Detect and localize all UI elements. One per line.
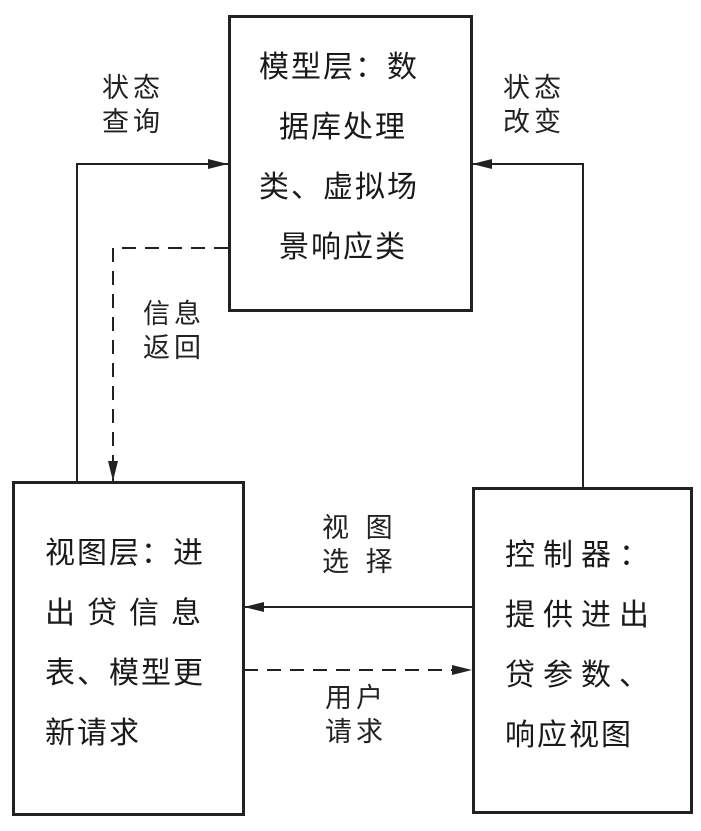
view-text-line: 表、模型更 <box>45 656 205 691</box>
label-line: 状态 <box>503 73 565 104</box>
label-line: 信息 <box>143 299 205 330</box>
controller-text-line: 响应视图 <box>505 718 633 753</box>
label-view-select: 视 图 选 择 <box>322 512 397 580</box>
model-text-line: 模型层：数 <box>259 50 419 85</box>
view-text-line: 视图层：进 <box>45 536 205 571</box>
view-layer-box: 视图层：进 出贷信息 表、模型更 新请求 <box>12 481 245 816</box>
label-info-return: 信息 返回 <box>143 298 205 366</box>
model-text-line: 景响应类 <box>279 230 407 265</box>
label-state-query: 状态 查询 <box>102 72 164 140</box>
label-line: 用户 <box>325 683 387 714</box>
model-text-line: 类、虚拟场 <box>259 170 419 205</box>
label-line: 查询 <box>102 107 164 138</box>
controller-text-line: 提供进出 <box>505 598 657 633</box>
label-line: 状态 <box>102 73 164 104</box>
edge-state-change <box>472 159 584 487</box>
model-text-line: 据库处理 <box>279 110 407 145</box>
edge-info-return <box>108 247 228 481</box>
label-line: 选 择 <box>322 547 397 578</box>
controller-text-line: 控制器： <box>505 538 657 573</box>
label-user-request: 用户 请求 <box>325 682 387 750</box>
view-text-line: 出贷信息 <box>45 596 213 631</box>
view-text-line: 新请求 <box>45 716 141 751</box>
controller-box: 控制器： 提供进出 贷参数、 响应视图 <box>472 487 693 814</box>
controller-text-line: 贷参数、 <box>505 658 657 693</box>
label-line: 改变 <box>503 107 565 138</box>
model-layer-box: 模型层：数 据库处理 类、虚拟场 景响应类 <box>228 15 473 312</box>
label-line: 视 图 <box>322 513 397 544</box>
edge-state-query <box>76 159 228 481</box>
label-line: 请求 <box>325 717 387 748</box>
label-line: 返回 <box>143 333 205 364</box>
label-state-change: 状态 改变 <box>503 72 565 140</box>
